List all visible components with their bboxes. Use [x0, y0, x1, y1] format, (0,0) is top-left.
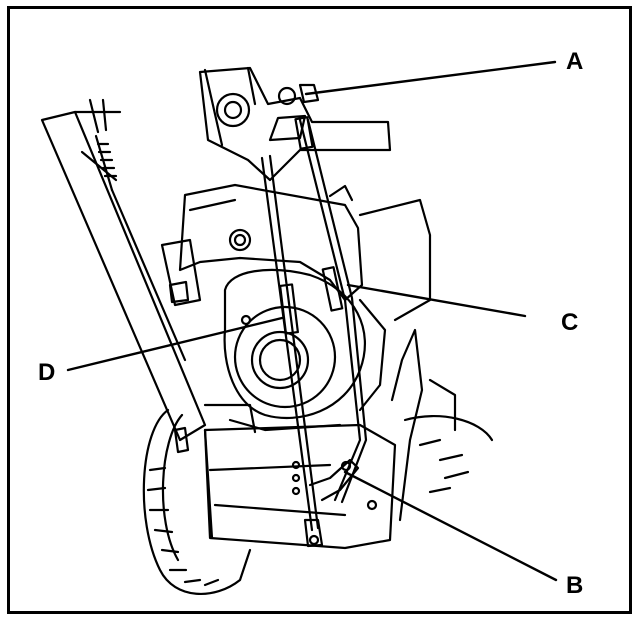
lower-housing — [203, 423, 397, 550]
bolt-A — [277, 86, 297, 106]
leader-A — [304, 60, 557, 96]
linkage-B — [308, 458, 360, 502]
rod-right — [298, 118, 362, 502]
leader-D — [66, 316, 284, 372]
pulley-outer — [233, 305, 337, 409]
left-tire — [142, 408, 252, 596]
pivot-bolt — [215, 92, 251, 128]
engine-block — [178, 183, 364, 302]
coupler-C — [321, 266, 344, 312]
leader-C — [346, 283, 527, 318]
rod-left — [260, 156, 314, 532]
upper-bracket — [198, 66, 392, 182]
pulley-inner — [250, 330, 310, 390]
callout-D: D — [38, 359, 56, 386]
callout-B: B — [566, 572, 584, 599]
callout-A: A — [566, 48, 584, 75]
left-handle-bar — [40, 110, 207, 442]
engine-bolt — [228, 228, 252, 252]
left-spring — [94, 134, 118, 192]
leader-B — [343, 470, 558, 582]
right-tire — [403, 414, 494, 442]
coupler-D — [279, 283, 299, 335]
callout-C: C — [561, 309, 579, 336]
